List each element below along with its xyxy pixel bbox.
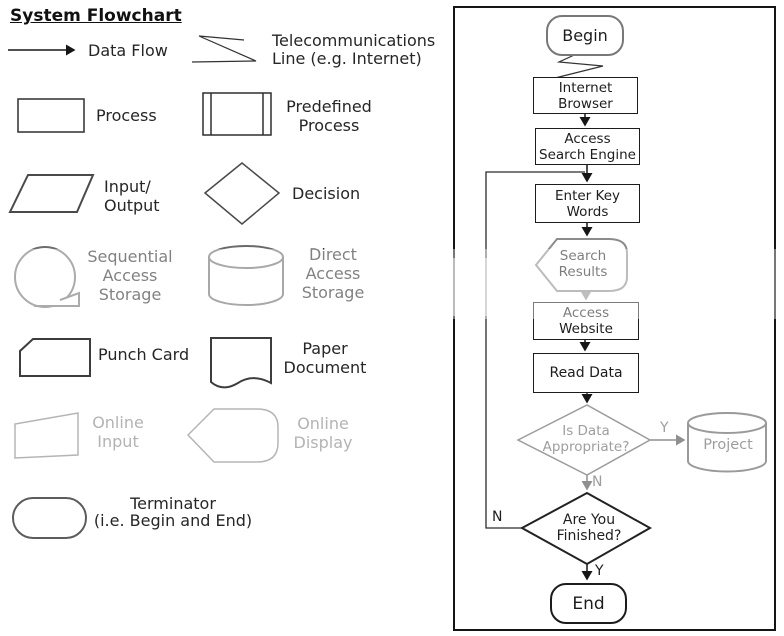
node-access-search-engine: Access Search Engine [535, 128, 640, 165]
sequential-access-storage-shape [14, 246, 80, 308]
predefined-process-shape [202, 92, 272, 136]
node-read-data: Read Data [533, 353, 639, 393]
input-output-shape [8, 174, 95, 213]
edge-label-is-data-no: N [592, 474, 603, 490]
search-results-shape [534, 238, 628, 292]
legend-label-sequential: Sequential Access Storage [87, 247, 173, 304]
node-search-results-label: Search Results [558, 248, 608, 280]
direct-access-storage-shape [208, 245, 284, 306]
flowchart-panel-border [453, 6, 776, 631]
legend-label-data-flow: Data Flow [88, 41, 168, 60]
node-begin: Begin [546, 15, 624, 56]
terminator-shape [12, 497, 87, 539]
legend-label-telecom: Telecommunications Line (e.g. Internet) [272, 31, 436, 68]
node-enter-key-words: Enter Key Words [535, 184, 640, 223]
legend-label-online-input: Online Input [92, 413, 144, 451]
node-internet-browser: Internet Browser [533, 77, 638, 114]
telecommunications-line-icon [191, 35, 257, 63]
project-storage-shape [687, 412, 767, 473]
legend-label-process: Process [96, 106, 157, 125]
legend-label-paper-document: Paper Document [283, 339, 367, 377]
paper-document-shape [210, 337, 272, 389]
legend-label-terminator: Terminator (i.e. Begin and End) [93, 494, 253, 530]
node-project-label: Project [703, 437, 753, 453]
node-end: End [550, 583, 627, 624]
node-is-data-appropriate-label: Is Data Appropriate? [542, 423, 630, 455]
edge-label-is-data-yes: Y [660, 420, 669, 436]
decision-shape [203, 162, 281, 225]
online-input-shape [14, 412, 79, 459]
legend-label-predefined: Predefined Process [286, 97, 372, 135]
is-data-appropriate-shape [516, 404, 652, 476]
legend-label-direct: Direct Access Storage [301, 245, 365, 302]
legend-label-input-output: Input/ Output [104, 177, 160, 215]
edge-label-finished-yes: Y [595, 563, 604, 579]
node-access-website: Access Website [533, 302, 639, 340]
legend-label-punch-card: Punch Card [98, 345, 190, 364]
punch-card-shape [19, 338, 91, 377]
legend-label-decision: Decision [292, 184, 361, 203]
page-title: System Flowchart [10, 6, 182, 26]
process-shape [17, 98, 85, 133]
online-display-shape [186, 408, 279, 463]
loop-finished-no-connector [485, 171, 585, 529]
node-are-you-finished-label: Are You Finished? [556, 512, 622, 544]
are-you-finished-shape [519, 491, 653, 566]
edge-label-finished-no: N [492, 509, 503, 525]
legend-label-online-display: Online Display [293, 414, 353, 452]
telecom-zigzag-connector [554, 50, 604, 79]
